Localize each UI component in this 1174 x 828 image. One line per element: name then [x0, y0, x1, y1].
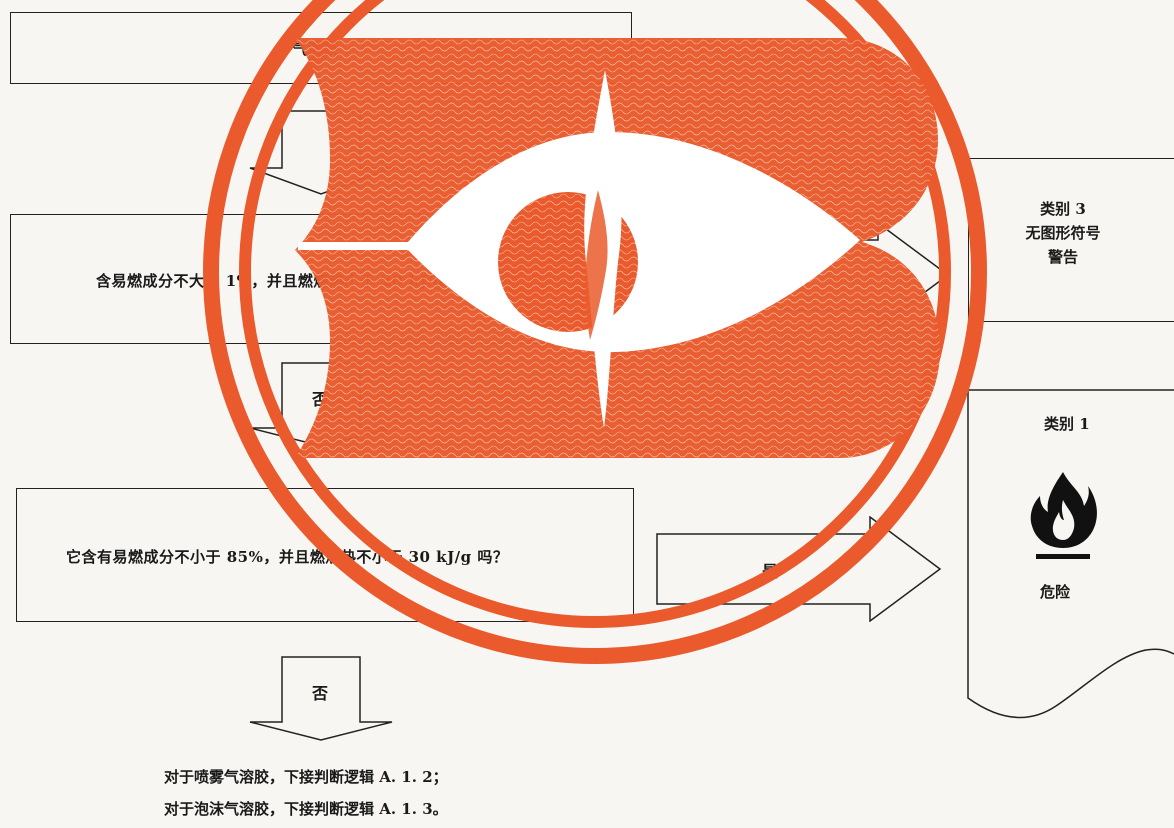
note-foam-aerosol: 对于泡沫气溶胶，下接判断逻辑 A. 1. 3。 — [164, 800, 448, 818]
no-arrow-2-label: 否 — [312, 684, 329, 703]
question-1-label: 含易燃成分不大于 1%，并且燃烧热小于 20 kJ/g 吗？ — [96, 272, 481, 290]
down-arrow-1 — [249, 110, 393, 195]
note-spray-aerosol: 对于喷雾气溶胶，下接判断逻辑 A. 1. 2； — [164, 768, 448, 786]
no-arrow-1-label: 否 — [312, 390, 329, 409]
yes-arrow-2 — [656, 516, 942, 622]
question-2-label: 它含有易燃成分不小于 85%，并且燃烧热不小于 30 kJ/g 吗？ — [66, 548, 509, 566]
yes-arrow-2-label: 是 — [762, 562, 779, 581]
start-box-label: 气溶胶 — [292, 40, 339, 58]
category-3-symbol-note: 无图形符号 — [1025, 224, 1101, 242]
category-1-signal-word: 危险 — [1040, 583, 1071, 601]
yes-arrow-1-label: 是 — [772, 268, 789, 287]
category-3-title: 类别 3 — [1040, 200, 1086, 218]
flame-icon — [1030, 472, 1097, 559]
result-category-3: 类别 3 无图形符号 警告 — [968, 158, 1174, 322]
category-3-signal-word: 警告 — [1047, 248, 1078, 266]
yes-arrow-1 — [664, 222, 950, 328]
category-1-title: 类别 1 — [1044, 415, 1090, 433]
result-category-1-outline — [967, 389, 1174, 719]
no-arrow-2 — [249, 656, 393, 741]
